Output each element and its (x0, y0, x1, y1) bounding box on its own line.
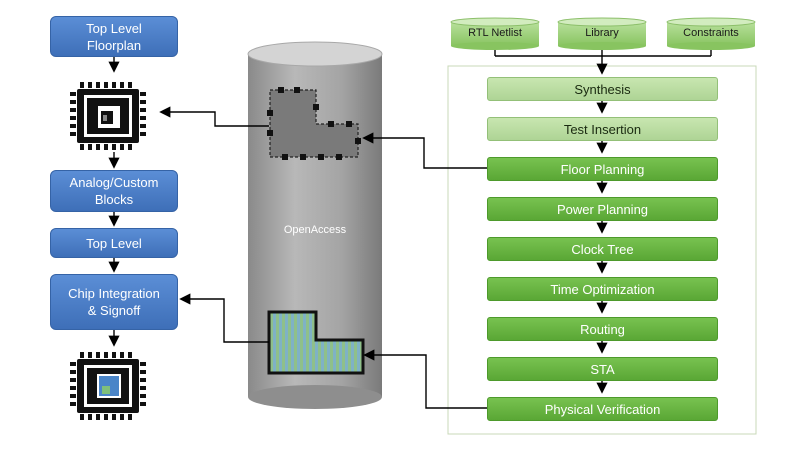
rtl-netlist-label: RTL Netlist (468, 27, 522, 39)
chip-icon-top (70, 82, 146, 150)
analog-custom-blocks-box: Analog/Custom Blocks (50, 170, 178, 212)
step-power-planning: Power Planning (487, 197, 718, 221)
step-floor-planning: Floor Planning (487, 157, 718, 181)
floorplan-block-shape (267, 87, 361, 160)
chip-integration-signoff-label: Chip Integration & Signoff (68, 286, 160, 318)
step-time-optimization: Time Optimization (487, 277, 718, 301)
top-level-floorplan-box: Top Level Floorplan (50, 16, 178, 57)
step-physical-verification: Physical Verification (487, 397, 718, 421)
step-sta: STA (487, 357, 718, 381)
top-level-box: Top Level (50, 228, 178, 258)
constraints-cylinder (666, 17, 756, 50)
top-level-label: Top Level (86, 235, 142, 251)
step-routing: Routing (487, 317, 718, 341)
routed-block-shape (267, 310, 365, 375)
input-merge-connectors (494, 50, 712, 75)
top-level-floorplan-label: Top Level Floorplan (86, 20, 142, 53)
rtl-netlist-cylinder (450, 17, 540, 50)
cross-connectors (159, 106, 487, 409)
library-cylinder (557, 17, 647, 50)
openaccess-label: OpenAccess (283, 224, 347, 236)
constraints-label: Constraints (683, 27, 739, 39)
chip-integration-signoff-box: Chip Integration & Signoff (50, 274, 178, 330)
chip-icon-bottom (70, 352, 146, 420)
step-clock-tree: Clock Tree (487, 237, 718, 261)
library-label: Library (585, 27, 619, 39)
step-test-insertion: Test Insertion (487, 117, 718, 141)
step-synthesis: Synthesis (487, 77, 718, 101)
analog-custom-blocks-label: Analog/Custom Blocks (69, 175, 159, 207)
